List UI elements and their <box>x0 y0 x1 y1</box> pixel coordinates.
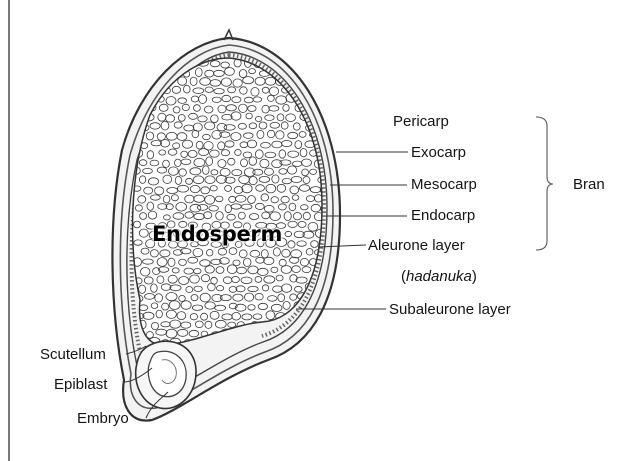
endosperm-cell <box>134 78 142 87</box>
embryo-shape <box>148 351 186 396</box>
endosperm-body <box>133 58 322 345</box>
endosperm-cell <box>310 61 319 68</box>
endosperm-cell <box>137 69 148 78</box>
endosperm-cell <box>313 329 320 337</box>
epiblast-label: Epiblast <box>54 377 107 392</box>
endosperm-cell <box>306 340 313 348</box>
endosperm-cell <box>314 339 324 346</box>
endosperm-cell <box>316 68 322 76</box>
endosperm-cell <box>320 60 330 66</box>
mesocarp-label: Mesocarp <box>411 177 477 192</box>
endosperm-label: Endosperm <box>152 222 282 246</box>
endosperm-cell <box>315 323 322 329</box>
pericarp-label: Pericarp <box>393 114 449 129</box>
hadanuka-close-paren: ) <box>472 268 477 285</box>
endosperm-cell <box>146 59 153 67</box>
scutellum-label: Scutellum <box>40 347 106 362</box>
endosperm-cell <box>157 59 165 67</box>
exocarp-label: Exocarp <box>411 145 466 160</box>
aleurone-layer-label: Aleurone layer <box>368 238 465 253</box>
endosperm-cell <box>322 95 330 104</box>
embryo-label: Embryo <box>77 411 129 426</box>
subaleurone-layer-label: Subaleurone layer <box>389 302 511 317</box>
hadanuka-label: (hadanuka) <box>401 269 477 284</box>
endosperm-cell <box>313 78 320 85</box>
endosperm-cell <box>320 78 328 86</box>
endosperm-cell <box>301 60 310 67</box>
bran-bracket <box>536 117 553 250</box>
hadanuka-word: hadanuka <box>406 268 472 285</box>
endosperm-cell <box>305 69 313 75</box>
endosperm-cell <box>317 88 325 94</box>
bran-label: Bran <box>573 177 605 192</box>
endosperm-cell <box>135 61 142 67</box>
endosperm-cell <box>321 332 330 337</box>
endocarp-label: Endocarp <box>411 208 475 223</box>
